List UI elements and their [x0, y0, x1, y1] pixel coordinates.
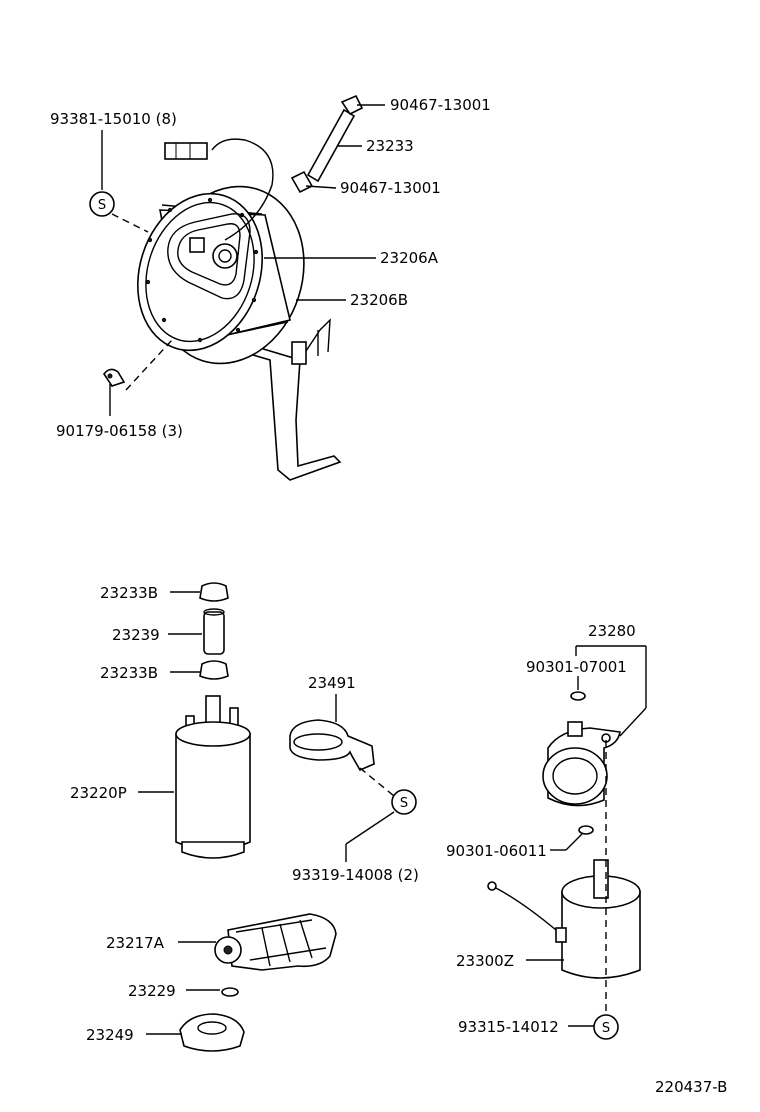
- pump-cushion-23249: [179, 1013, 245, 1052]
- fuel-pump-stack: [175, 582, 251, 859]
- label-23233B-bottom: 23233B: [100, 664, 158, 682]
- label-23206B: 23206B: [350, 291, 408, 309]
- fuel-pump-filter-23217A: [214, 913, 337, 971]
- label-23491: 23491: [308, 674, 356, 692]
- svg-text:S: S: [602, 1021, 610, 1036]
- label-93381-15010: 93381-15010 (8): [50, 110, 177, 128]
- s-marker-lower-right: S: [593, 1014, 619, 1040]
- label-23233: 23233: [366, 137, 414, 155]
- left-leader-lines: [138, 591, 395, 1035]
- right-leader-lines: [526, 645, 647, 1027]
- label-90301-06011: 90301-06011: [446, 842, 547, 860]
- washer-23229: [221, 987, 239, 997]
- pump-bracket-23491: [289, 719, 375, 772]
- label-90301-07001: 90301-07001: [526, 658, 627, 676]
- fuel-filter-23300Z: [487, 859, 641, 979]
- s-marker-middle: S: [391, 789, 417, 815]
- pressure-regulator-23280: [542, 721, 621, 807]
- label-23280: 23280: [588, 622, 636, 640]
- label-93315-14012: 93315-14012: [458, 1018, 559, 1036]
- label-90179-06158: 90179-06158 (3): [56, 422, 183, 440]
- screw-90179: [103, 368, 126, 387]
- upper-leader-lines: [101, 104, 385, 416]
- label-23217A: 23217A: [106, 934, 165, 952]
- drawing-number: 220437-B: [655, 1078, 727, 1096]
- washers-90301: [570, 691, 594, 835]
- label-93319-14008: 93319-14008 (2): [292, 866, 419, 884]
- label-23300Z: 23300Z: [456, 952, 514, 970]
- fuel-hose-23233: [290, 94, 364, 194]
- svg-text:S: S: [400, 796, 408, 811]
- label-23206A: 23206A: [380, 249, 439, 267]
- s-marker-upper: S: [89, 191, 115, 217]
- svg-text:S: S: [98, 198, 106, 213]
- fuel-pump-bracket-assembly: [137, 138, 342, 481]
- label-90467-13001-bottom: 90467-13001: [340, 179, 441, 197]
- label-23233B-top: 23233B: [100, 584, 158, 602]
- label-23220P: 23220P: [70, 784, 127, 802]
- label-90467-13001-top: 90467-13001: [390, 96, 491, 114]
- label-23239: 23239: [112, 626, 160, 644]
- label-23229: 23229: [128, 982, 176, 1000]
- label-23249: 23249: [86, 1026, 134, 1044]
